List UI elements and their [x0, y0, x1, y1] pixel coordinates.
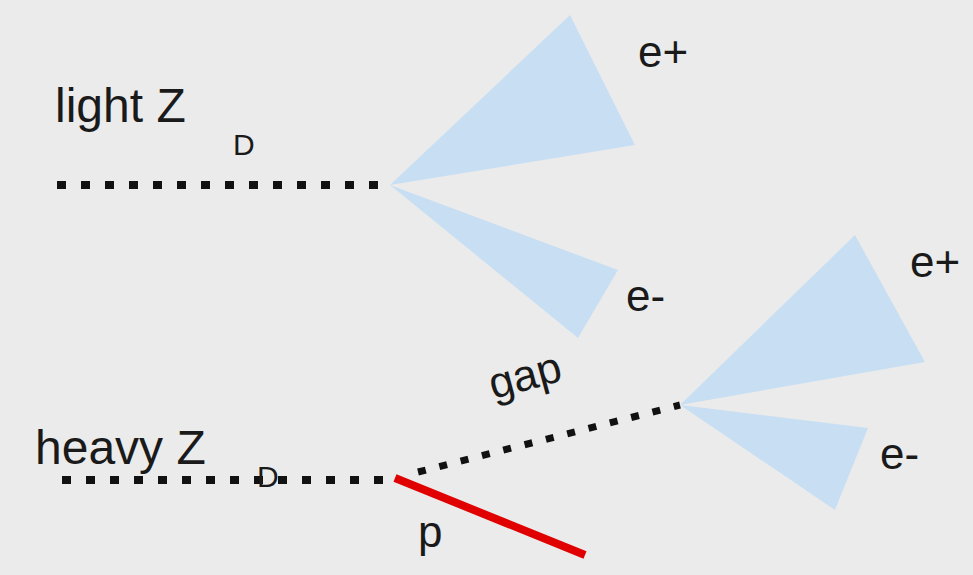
particle-label: e- — [880, 432, 919, 476]
particle-label: e- — [626, 274, 665, 318]
gap-label: gap — [484, 344, 566, 406]
electron-cone — [680, 405, 868, 510]
particle-label: e+ — [638, 30, 688, 74]
electron-cone — [390, 185, 618, 338]
dotted-track — [418, 405, 680, 472]
proton-track — [395, 478, 585, 555]
dotted-track — [57, 181, 390, 189]
electron-cone — [390, 15, 635, 185]
particle-label: heavy Z — [35, 424, 206, 472]
subscript: D — [233, 130, 255, 160]
particle-label: e+ — [910, 240, 960, 284]
dotted-track — [62, 476, 395, 484]
particle-label: light Z — [55, 82, 186, 130]
subscript: D — [257, 462, 279, 492]
electron-cone — [680, 235, 925, 405]
particle-label: p — [418, 510, 442, 554]
